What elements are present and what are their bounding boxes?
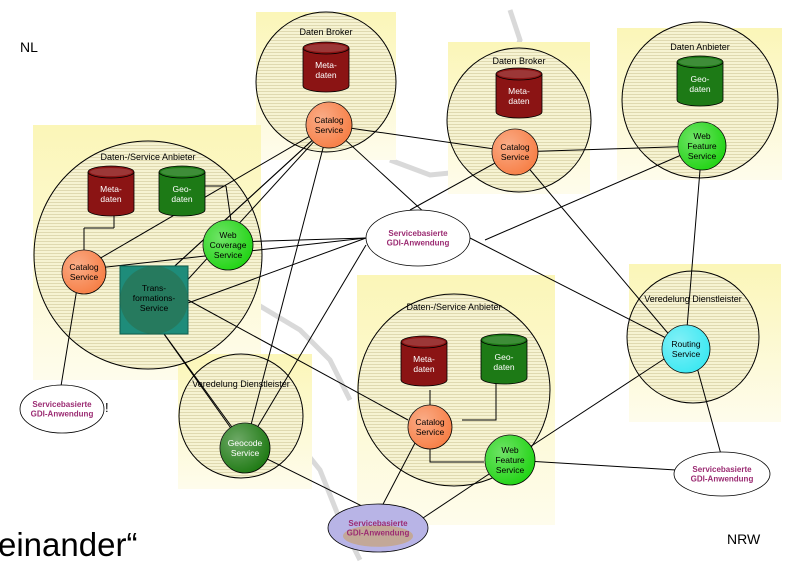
circle-broker-2 (446, 47, 592, 193)
database-geodaten-anbieter-top-label: Geo-daten (689, 74, 711, 94)
database-geodaten-anbieter-top: Geo-daten (676, 55, 724, 107)
database-metadaten-anbieter-left-label: Meta-daten (100, 184, 122, 204)
database-geodaten-anbieter-center: Geo-daten (480, 333, 528, 385)
transformations-service: Trans-formations-Service (119, 265, 189, 335)
circle-veredelung-geocode (178, 353, 304, 479)
label-nl: NL (20, 39, 38, 55)
database-metadaten-broker-2: Meta-daten (495, 67, 543, 119)
title-broker-1: Daten Broker (299, 27, 352, 37)
title-anbieter-left: Daten-/Service Anbieter (100, 152, 195, 162)
slogan-fragment: einander“ (0, 526, 137, 563)
title-veredelung-geocode: Veredelung Dienstleister (192, 379, 290, 389)
connections (60, 124, 723, 521)
title-veredelung-routing: Veredelung Dienstleister (644, 294, 742, 304)
databases: Meta-datenMeta-datenGeo-datenMeta-datenG… (87, 41, 724, 387)
database-metadaten-anbieter-center: Meta-daten (400, 335, 448, 387)
label-nrw: NRW (727, 531, 761, 547)
database-metadaten-broker-1-label: Meta-daten (315, 60, 337, 80)
database-geodaten-anbieter-center-label: Geo-daten (493, 352, 515, 372)
database-metadaten-broker-1: Meta-daten (302, 41, 350, 93)
database-metadaten-anbieter-center-label: Meta-daten (413, 354, 435, 374)
cursor-marker: ! (105, 400, 109, 415)
database-metadaten-broker-2-label: Meta-daten (508, 86, 530, 106)
database-geodaten-anbieter-left-label: Geo-daten (171, 184, 193, 204)
transformations-service-label: Trans-formations-Service (133, 283, 176, 313)
database-geodaten-anbieter-left: Geo-daten (158, 165, 206, 217)
title-broker-2: Daten Broker (492, 56, 545, 66)
database-metadaten-anbieter-left: Meta-daten (87, 165, 135, 217)
title-anbieter-top: Daten Anbieter (670, 42, 730, 52)
title-anbieter-center: Daten-/Service Anbieter (406, 302, 501, 312)
